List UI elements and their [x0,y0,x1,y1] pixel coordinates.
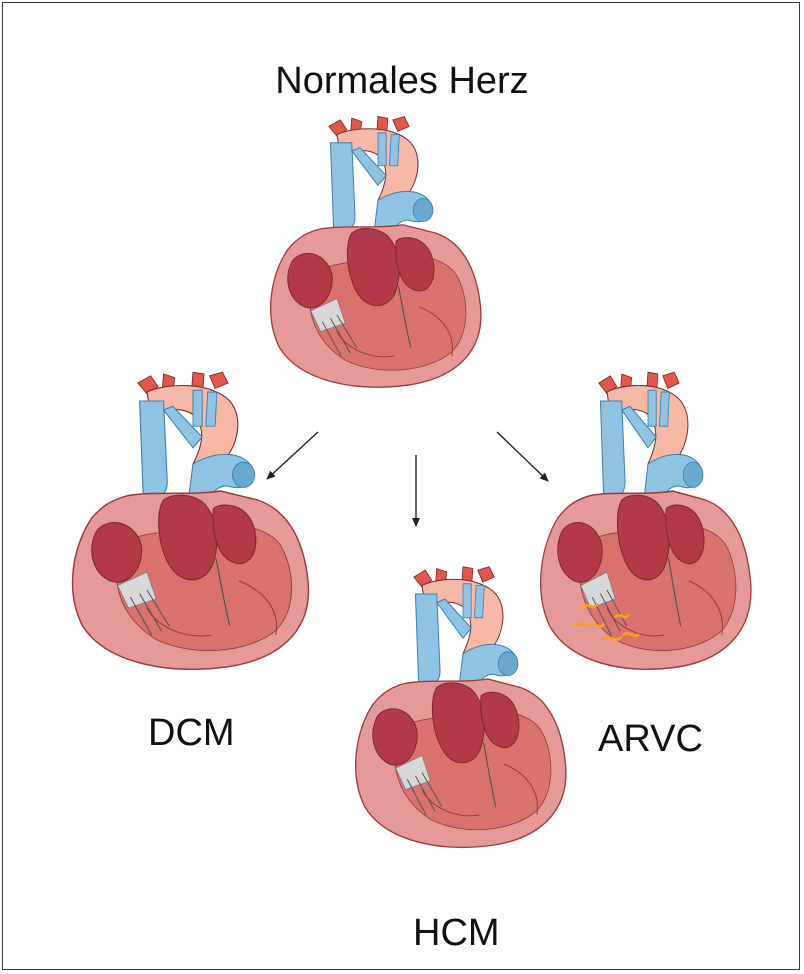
heart-hcm [356,567,566,848]
heart-arvc [541,372,751,669]
arrow-to-dcm [267,432,318,479]
arrow-to-arvc [497,432,548,481]
heart-normal [271,117,481,388]
heart-dcm [73,372,309,669]
